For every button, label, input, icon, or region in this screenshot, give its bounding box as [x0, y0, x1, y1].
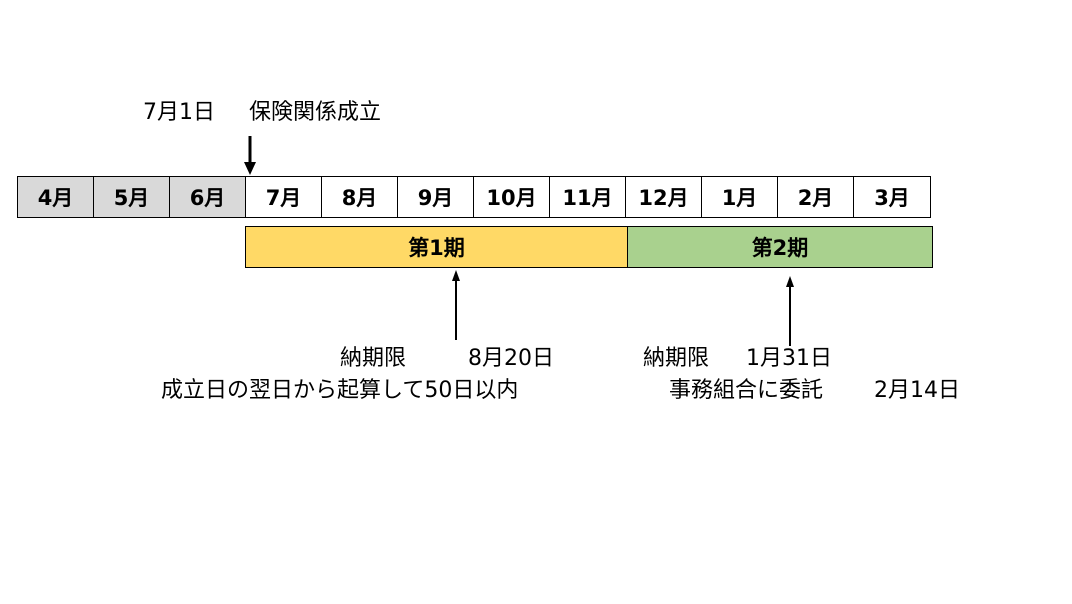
month-cell: 9月	[398, 177, 474, 217]
month-cell: 10月	[474, 177, 550, 217]
month-cell: 6月	[170, 177, 246, 217]
month-cell: 8月	[322, 177, 398, 217]
month-cell: 1月	[702, 177, 778, 217]
deadline-1-date: 8月20日	[468, 346, 554, 371]
establishment-arrow	[244, 136, 256, 175]
period-1-bar: 第1期	[245, 226, 628, 268]
deadline-1-arrow	[452, 270, 460, 340]
month-cell: 3月	[854, 177, 930, 217]
period-2-bar: 第2期	[627, 226, 933, 268]
deadline-1-label: 納期限	[340, 346, 407, 371]
month-cell: 5月	[94, 177, 170, 217]
deadline-2-arrow	[786, 276, 794, 346]
deadline-2-delegated-date: 2月14日	[874, 378, 960, 403]
establishment-label: 保険関係成立	[249, 100, 382, 125]
month-cell: 2月	[778, 177, 854, 217]
month-cell: 12月	[626, 177, 702, 217]
month-cell: 11月	[550, 177, 626, 217]
month-cell: 4月	[18, 177, 94, 217]
period-1-label: 第1期	[408, 236, 465, 260]
deadline-2-date: 1月31日	[746, 346, 832, 371]
deadline-2-description: 事務組合に委託	[669, 378, 824, 403]
deadline-1-description: 成立日の翌日から起算して50日以内	[161, 378, 519, 403]
period-2-label: 第2期	[751, 236, 809, 260]
deadline-2-label: 納期限	[643, 346, 710, 371]
month-cell: 7月	[246, 177, 322, 217]
establishment-date: 7月1日	[143, 100, 215, 125]
